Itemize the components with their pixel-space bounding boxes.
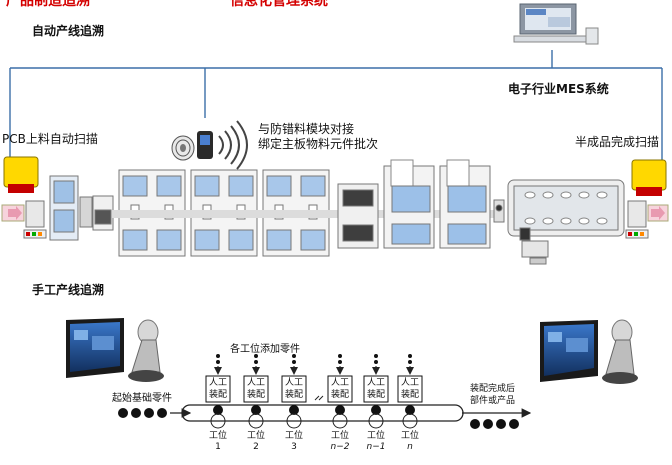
station-n-1-assembly-line1: 人工: [367, 377, 385, 388]
station-3-assembly-line2: 装配: [285, 388, 303, 400]
station-n-2-assembly-line1: 人工: [331, 377, 349, 388]
station-1-assembly-line1: 人工: [209, 377, 227, 388]
station-n-2-assembly-line2: 装配: [331, 388, 349, 400]
mes-network-lines: [9, 50, 663, 160]
station-3-assembly-line1: 人工: [285, 377, 303, 388]
station-2-assembly-line2: 装配: [247, 388, 265, 400]
station-n-2-label: 工位: [331, 429, 349, 441]
station-1-label: 工位: [209, 429, 227, 441]
end-label-line1: 装配完成后: [470, 382, 515, 394]
station-2-number: 2: [253, 442, 259, 452]
manual-line-title: 手工产线追溯: [32, 283, 105, 297]
header-partial-right: 信息化管理系统: [230, 0, 328, 9]
workstation-terminal-left-icon: [66, 318, 164, 382]
rfid-note-line2: 绑定主板物料元件批次: [258, 137, 379, 151]
station-2: [243, 354, 269, 429]
station-n-1-label: 工位: [367, 429, 385, 441]
station-2-assembly-line1: 人工: [247, 377, 265, 388]
semi-finished-scan-label: 半成品完成扫描: [575, 135, 660, 149]
station-1-number: 1: [215, 442, 221, 452]
station-n-number: n: [407, 442, 413, 452]
auto-line-title: 自动产线追溯: [32, 24, 105, 38]
pcb-scan-label: PCB上料自动扫描: [2, 132, 98, 146]
add-parts-label: 各工位添加零件: [230, 342, 300, 355]
station-n-2-number: n−2: [331, 442, 350, 452]
station-3-number: 3: [291, 442, 297, 452]
mes-system-label: 电子行业MES系统: [508, 82, 609, 96]
station-n-2: [327, 354, 353, 429]
scanner-right-icon: [631, 159, 667, 196]
mes-computer-icon: [513, 3, 599, 45]
automatic-production-line: [1, 159, 669, 265]
station-3: [281, 354, 307, 429]
station-n: [397, 354, 423, 429]
station-2-label: 工位: [247, 429, 265, 441]
station-n-1-number: n−1: [367, 442, 386, 452]
station-n-1-assembly-line2: 装配: [367, 388, 385, 400]
start-parts-label: 起始基础零件: [112, 391, 172, 404]
header-partial-left: 产品制造追溯: [6, 0, 90, 9]
station-1: [205, 354, 231, 429]
station-n-assembly-line2: 装配: [401, 388, 419, 400]
scanner-left-icon: [3, 156, 39, 193]
station-n-label: 工位: [401, 429, 419, 441]
station-n-1: [363, 354, 389, 429]
manual-assembly-line: [118, 395, 532, 429]
station-1-assembly-line2: 装配: [209, 388, 227, 400]
rfid-reader-icon: [171, 120, 248, 170]
end-label-line2: 部件或产品: [470, 394, 515, 406]
station-n-assembly-line1: 人工: [401, 377, 419, 388]
workstation-terminal-right-icon: [540, 319, 638, 384]
rfid-note-line1: 与防错料模块对接: [258, 122, 355, 136]
station-3-label: 工位: [285, 429, 303, 441]
